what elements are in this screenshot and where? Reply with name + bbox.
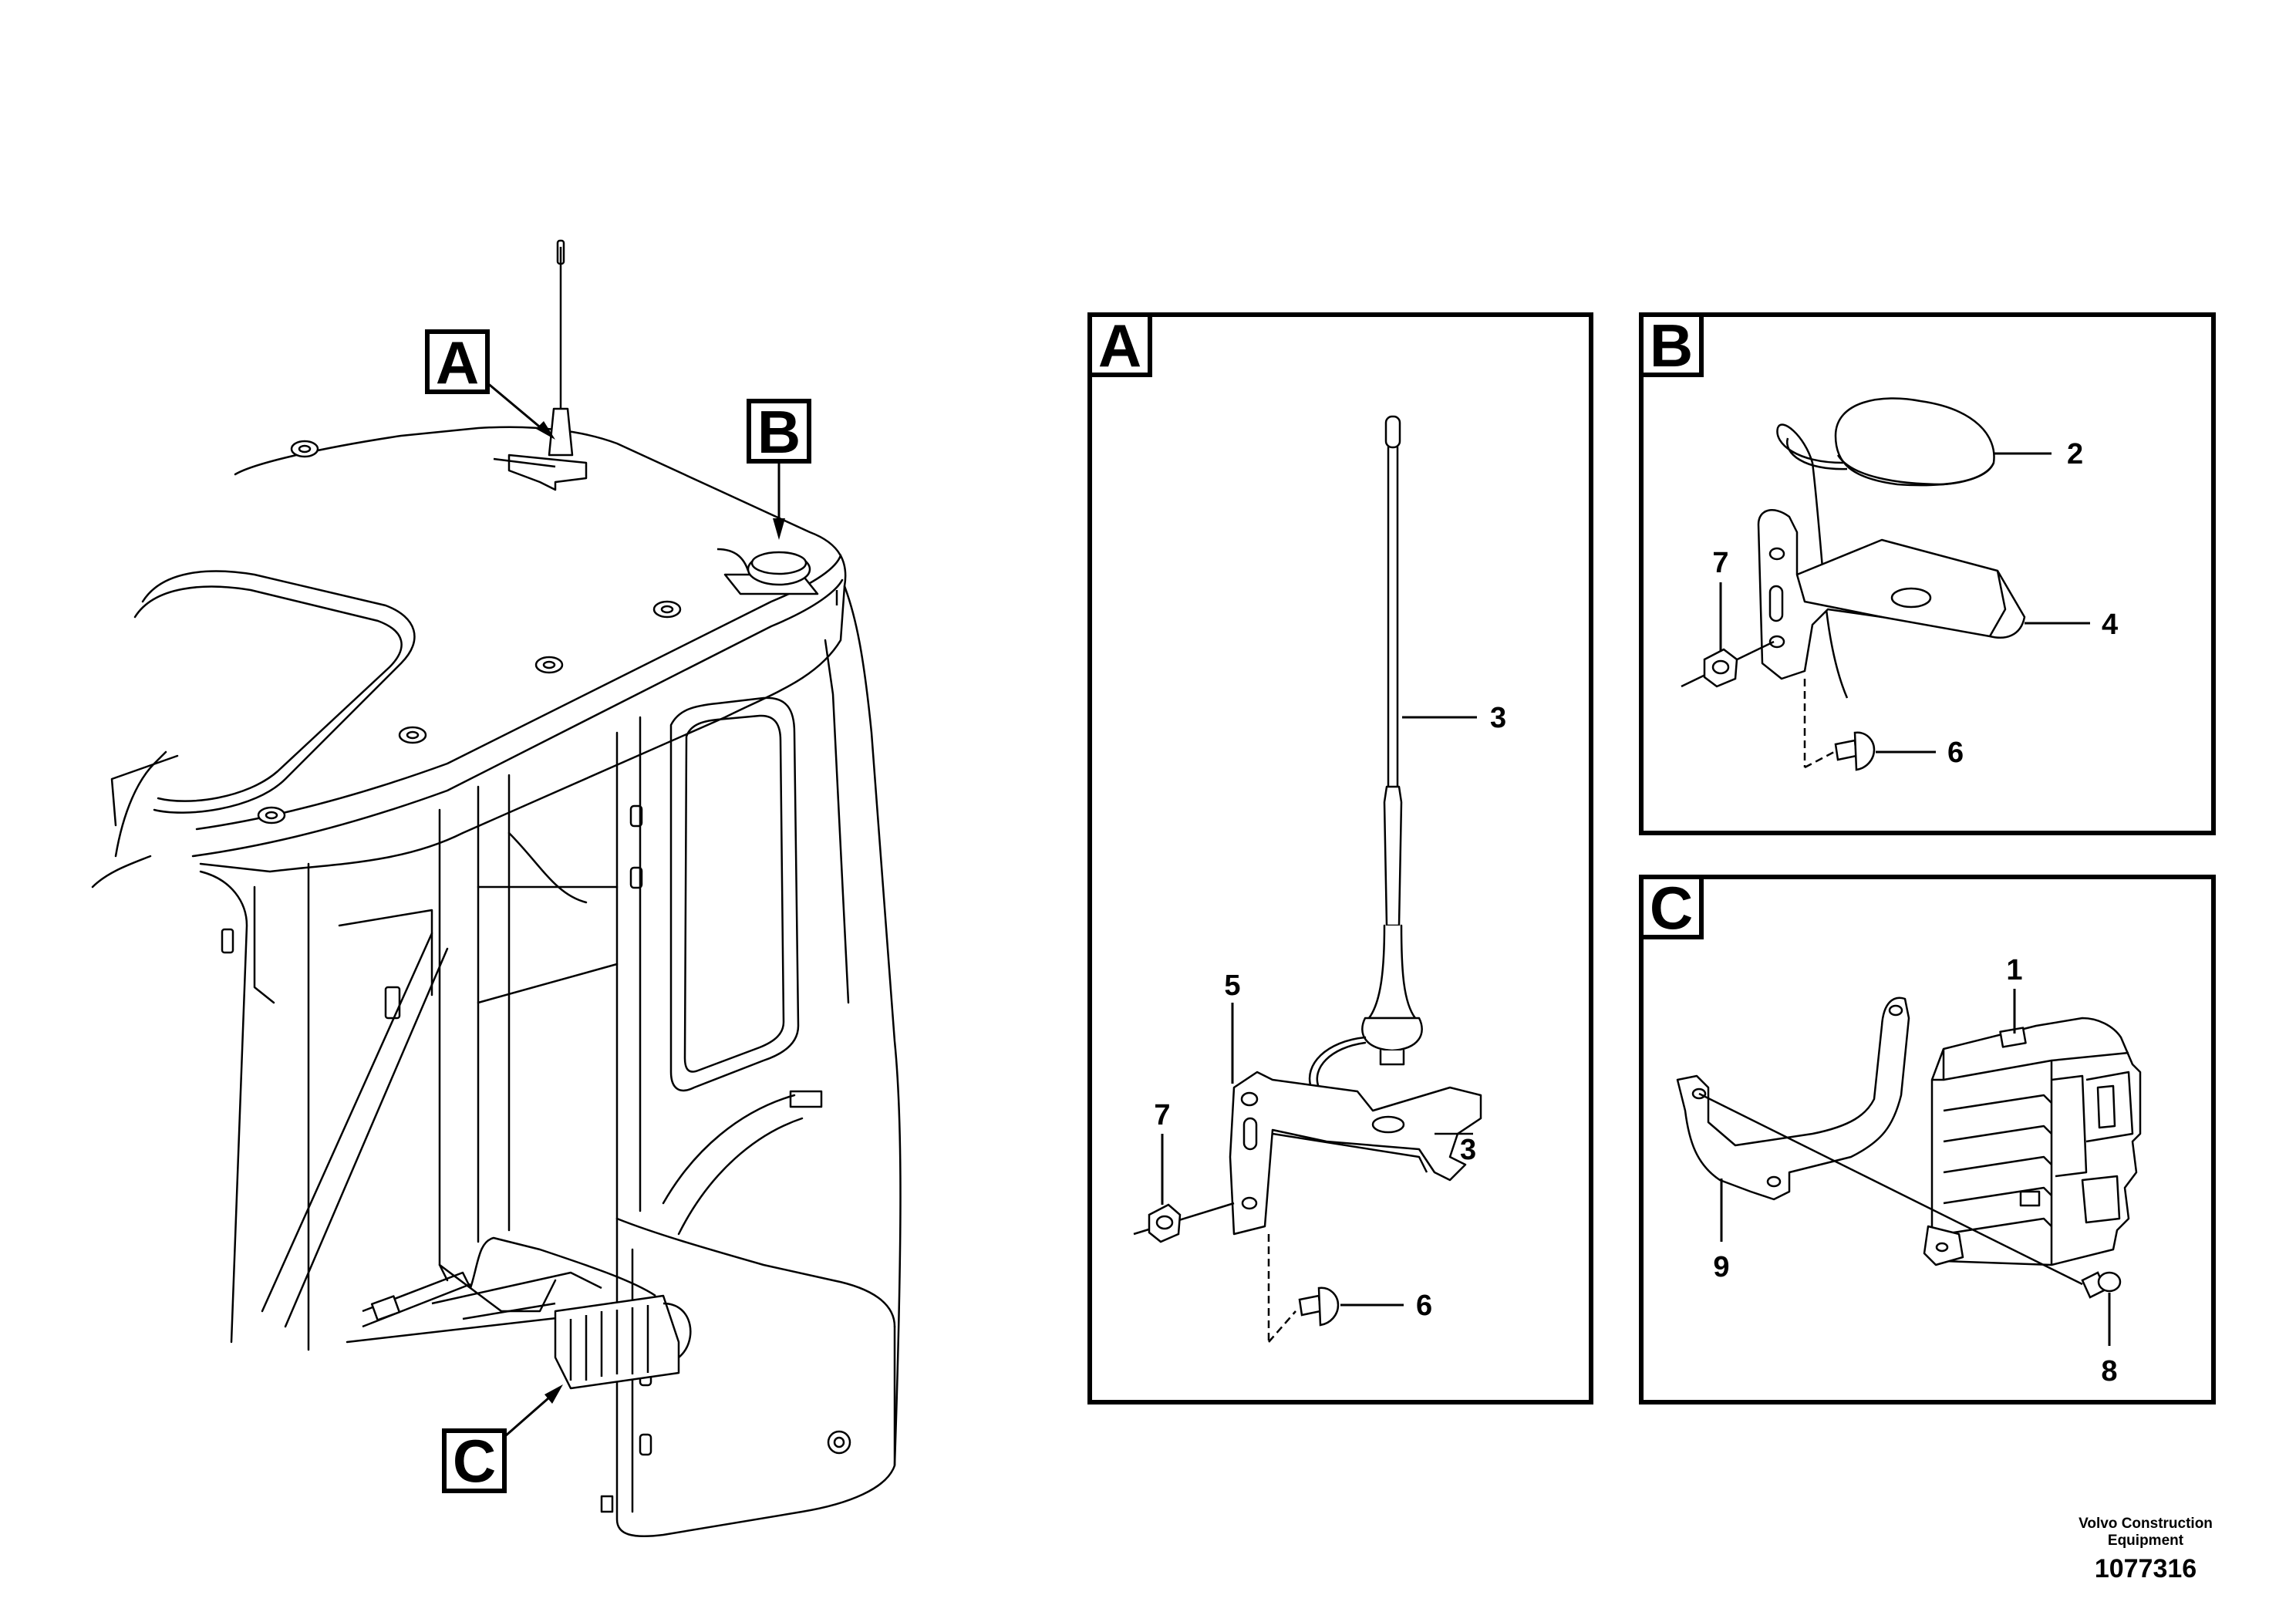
roof-antenna-overview — [493, 239, 588, 491]
brand-name: Volvo Construction Equipment — [2079, 1516, 2213, 1549]
detail-b-callout-antenna: 2 — [1994, 438, 2083, 470]
detail-box-c: C — [1639, 874, 2216, 1404]
svg-text:7: 7 — [1712, 547, 1728, 579]
svg-text:A: A — [436, 329, 479, 396]
svg-text:4: 4 — [2102, 609, 2118, 641]
document-number: 1077316 — [2094, 1554, 2197, 1583]
overview-label-c: C — [442, 1384, 563, 1495]
svg-text:B: B — [757, 398, 801, 466]
detail-a-antenna — [1308, 415, 1423, 1128]
roof-bolts — [257, 440, 682, 824]
svg-text:C: C — [453, 1427, 496, 1495]
detail-c-control-unit — [1923, 1017, 2142, 1266]
svg-text:C: C — [1650, 874, 1693, 942]
detail-b-screw — [1803, 679, 1876, 771]
detail-box-b: B — [1639, 312, 2216, 835]
detail-a-nut — [1133, 1202, 1235, 1243]
svg-text:A: A — [1098, 312, 1141, 379]
footer: Volvo Construction Equipment 1077316 — [2057, 1516, 2234, 1584]
detail-c-screw — [1698, 1092, 2122, 1299]
svg-text:9: 9 — [1713, 1251, 1729, 1283]
detail-c-callout-screw: 8 — [2101, 1293, 2118, 1388]
detail-b-puck-antenna — [1776, 397, 1995, 699]
svg-text:6: 6 — [1947, 737, 1964, 769]
svg-text:8: 8 — [2101, 1355, 2117, 1388]
svg-text:2: 2 — [2067, 438, 2083, 470]
detail-a-callout-screw: 6 — [1340, 1290, 1432, 1322]
detail-a-callout-clip: 3 — [1460, 1134, 1476, 1166]
detail-a-callout-nut: 7 — [1154, 1099, 1171, 1205]
svg-text:5: 5 — [1224, 969, 1240, 1002]
detail-a-callout-bracket: 5 — [1224, 969, 1241, 1084]
detail-c-callout-bracket: 9 — [1713, 1179, 1730, 1283]
cab-overview — [91, 426, 902, 1538]
detail-c-bracket — [1676, 996, 1910, 1201]
overview-label-a: A — [425, 329, 555, 440]
detail-b-callout-nut: 7 — [1712, 547, 1729, 652]
detail-b-bracket — [1757, 509, 2026, 680]
detail-a-bracket — [1229, 1071, 1482, 1236]
overview-label-b: B — [747, 398, 811, 540]
svg-text:3: 3 — [1490, 702, 1506, 734]
control-unit-overview — [362, 1236, 692, 1390]
svg-text:7: 7 — [1154, 1099, 1170, 1131]
svg-text:6: 6 — [1416, 1290, 1432, 1322]
detail-c-callout-unit: 1 — [2006, 954, 2023, 1034]
svg-text:1: 1 — [2006, 954, 2022, 986]
detail-a-screw — [1267, 1234, 1340, 1343]
detail-b-nut — [1681, 640, 1775, 688]
svg-text:3: 3 — [1460, 1134, 1476, 1166]
gps-antenna-overview — [716, 548, 838, 605]
detail-a-callout-antenna: 3 — [1402, 702, 1506, 734]
detail-box-a: A — [1087, 312, 1593, 1404]
svg-text:B: B — [1650, 312, 1693, 379]
detail-b-callout-bracket: 4 — [2025, 609, 2118, 641]
detail-b-callout-screw: 6 — [1876, 737, 1964, 769]
